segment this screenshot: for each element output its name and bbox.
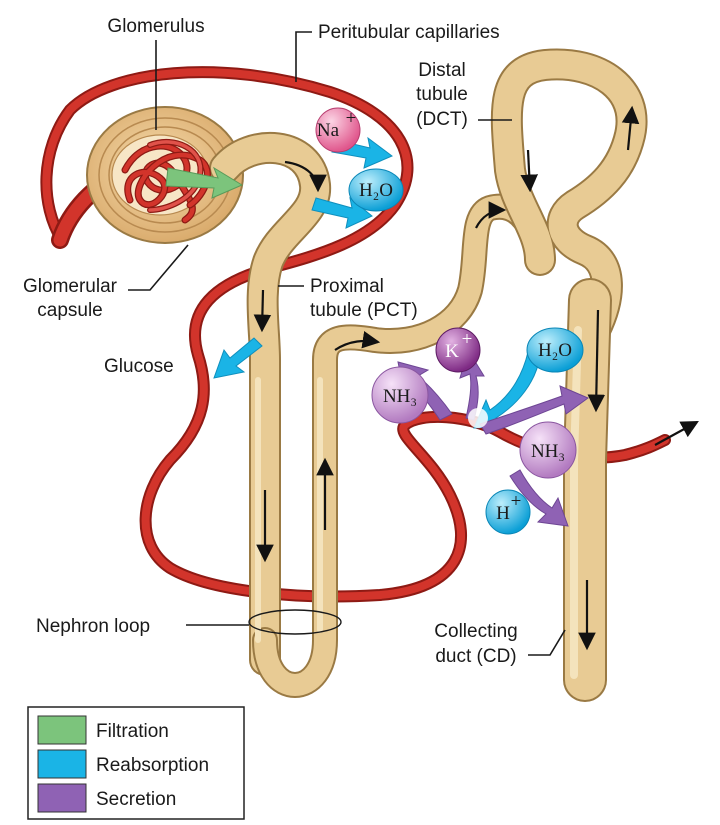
na-ion: Na + [315,107,361,153]
legend-swatch-secretion [37,783,87,813]
label-distal-3: (DCT) [416,109,468,130]
na-ion-label: Na [317,120,340,141]
legend-label-secretion: Secretion [96,789,176,810]
h-ion-charge: + [511,491,522,512]
legend-swatch-reabsorption [37,749,87,779]
label-proximal-2: tubule (PCT) [310,300,418,321]
nephron-loop-marker [248,609,342,635]
label-nephron-loop: Nephron loop [36,616,150,637]
white-hub [468,408,488,428]
h2o-right-ion: H₂O [526,327,584,373]
h2o-top-ion: H₂O [348,168,404,212]
label-peritubular-capillaries: Peritubular capillaries [318,22,500,43]
leader-lines [128,31,566,656]
label-collecting-1: Collecting [434,621,517,642]
legend-label-reabsorption: Reabsorption [96,755,209,776]
label-proximal-1: Proximal [310,276,384,297]
k-ion-label: K [445,341,459,362]
peritubular-capillary [40,66,699,603]
h2o-right-label: H₂O [538,340,572,361]
label-glomerular-capsule-1: Glomerular [23,276,118,297]
label-glomerulus: Glomerulus [107,16,204,37]
label-glomerular-capsule-2: capsule [37,300,103,321]
k-ion-charge: + [462,329,473,350]
legend-label-filtration: Filtration [96,721,169,742]
k-ion: K + [435,327,481,373]
label-distal-1: Distal [418,60,466,81]
nh3-right-label: NH₃ [531,441,565,462]
label-collecting-2: duct (CD) [435,646,516,667]
flow-arrows [253,105,640,651]
label-distal-2: tubule [416,84,468,105]
nh3-left-ion: NH₃ [371,366,429,424]
labels: Glomerulus Peritubular capillaries Dista… [23,16,518,667]
h2o-top-label: H₂O [359,180,393,201]
na-ion-charge: + [346,108,357,129]
legend: Filtration Reabsorption Secretion [27,706,245,820]
h-ion-label: H [496,503,510,524]
filtration-arrow [165,166,244,199]
legend-swatch-filtration [37,715,87,745]
exit-arrow [654,420,699,446]
h-ion: H + [485,489,531,535]
label-glucose: Glucose [104,356,174,377]
nh3-right-ion: NH₃ [519,421,577,479]
nh3-left-label: NH₃ [383,386,417,407]
